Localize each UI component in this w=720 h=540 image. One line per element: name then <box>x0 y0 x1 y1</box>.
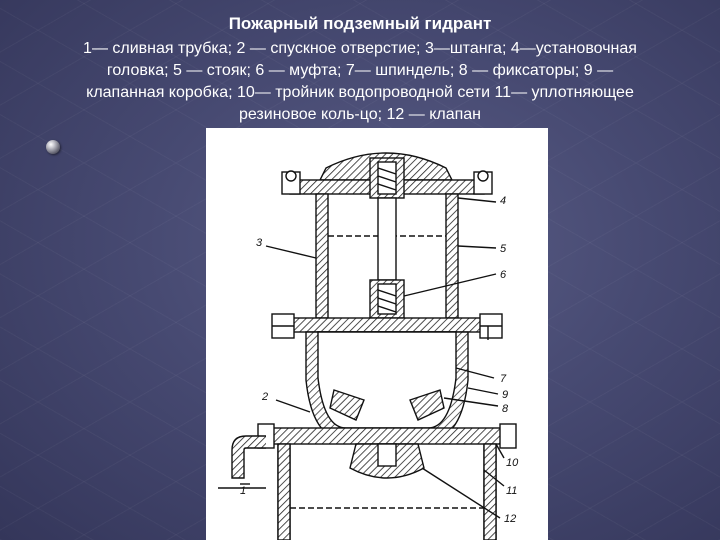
legend-line: клапанная коробка; 10— тройник водопрово… <box>86 84 634 101</box>
part-label-11: 11 <box>506 485 517 497</box>
latch-left <box>329 389 365 421</box>
part-label-7: 7 <box>500 373 507 385</box>
legend-line: головка; 5 — стояк; 6 — муфта; 7— шпинде… <box>106 62 614 79</box>
hydrant-cross-section: 4 3 5 6 7 9 8 2 10 11 1 12 <box>218 152 519 540</box>
part-label-3: 3 <box>256 237 263 249</box>
part-label-2: 2 <box>261 391 268 403</box>
part-label-1: 1 <box>240 485 246 497</box>
drain-tube <box>231 435 266 479</box>
head-nut-left <box>285 170 297 182</box>
riser-wall-left <box>315 193 329 319</box>
head-nut-right <box>477 170 489 182</box>
part-label-5: 5 <box>500 243 507 255</box>
legend-line: резиновое коль-цо; 12 — клапан <box>238 106 481 123</box>
part-label-9: 9 <box>502 389 508 401</box>
tee-flange <box>265 427 509 445</box>
part-label-10: 10 <box>506 457 519 469</box>
bullet-sphere-icon <box>46 140 60 154</box>
latch-right <box>409 389 445 421</box>
parts-legend: 1— сливная трубка; 2 — спускное отверсти… <box>18 38 702 126</box>
part-label-4: 4 <box>500 195 506 207</box>
part-label-12: 12 <box>504 513 516 525</box>
part-label-6: 6 <box>500 269 507 281</box>
part-label-8: 8 <box>502 403 509 415</box>
rod <box>377 197 397 281</box>
slide-title: Пожарный подземный гидрант <box>228 14 492 33</box>
middle-flange <box>285 317 489 333</box>
hydrant-drawing: 4 3 5 6 7 9 8 2 10 11 1 12 <box>206 128 548 540</box>
riser-wall-right <box>445 193 459 319</box>
legend-line: 1— сливная трубка; 2 — спускное отверсти… <box>83 40 637 57</box>
